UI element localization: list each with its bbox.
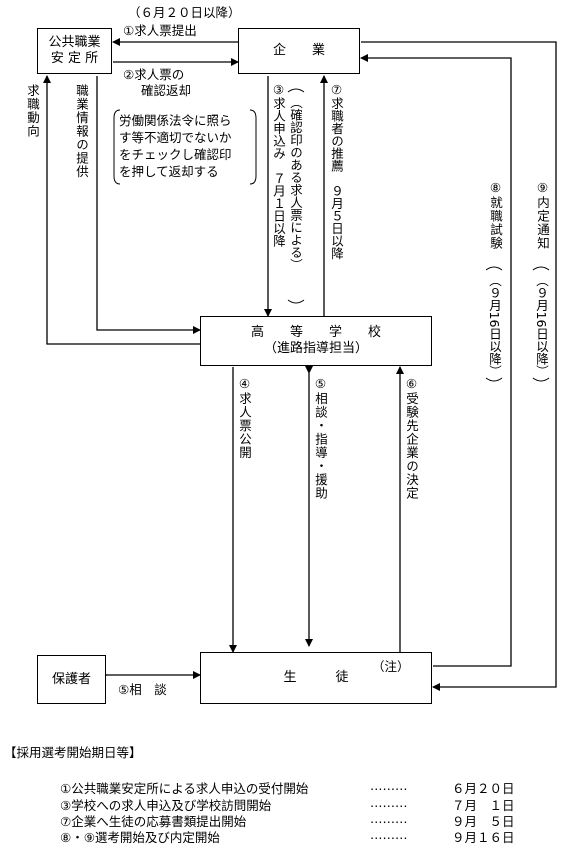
node-guardian: 保護者	[37, 655, 106, 704]
school-subtitle: （進路指導担当）	[263, 341, 368, 356]
f6-label: ⑥受験先企業の決定	[404, 376, 419, 500]
f9-label: ⑨内定通知	[535, 180, 550, 250]
legend-row-dots: ………	[370, 795, 408, 810]
node-high-school: 高 等 学 校 （進路指導担当）	[200, 316, 432, 366]
arrow-trend	[43, 75, 200, 345]
node-student: 生 徒	[200, 652, 432, 704]
legend-row: ⑦企業へ生徒の応募書類提出開始 ……… ９月 ５日	[60, 811, 530, 830]
legend-title: 【採用選考開始期日等】	[4, 745, 142, 760]
check-note-line-4: を押して返却する	[119, 164, 219, 179]
legend-row-label: ③学校への求人申込及び学校訪問開始	[60, 798, 272, 813]
f7-label: ⑦求職者の推薦 ９月５日以降	[329, 82, 344, 260]
node-company: 企 業	[238, 28, 360, 74]
stamped-label: （確認印のある求人票による）	[288, 96, 303, 271]
arrow-f9	[361, 41, 557, 691]
f1-label: ①求人票提出	[123, 23, 197, 38]
f8-date-bracket	[485, 266, 503, 382]
legend-row: ③学校への求人申込及び学校訪問開始 ……… ７月 １日	[60, 795, 530, 814]
arrow-info	[96, 76, 201, 334]
f4-label: ④求人票公開	[237, 376, 252, 460]
company-label: 企 業	[272, 43, 325, 58]
f9-date: （９月16日以降）	[534, 274, 549, 378]
legend-row: ⑧・⑨選考開始及び内定開始 ……… ９月１６日	[60, 827, 530, 846]
check-note-line-2: す等不適切でないか	[119, 130, 232, 145]
school-title: 高 等 学 校	[250, 325, 381, 340]
legend-row: ①公共職業安定所による求人申込の受付開始 ……… ６月２０日	[60, 778, 530, 797]
guardian-flow-label: ⑤相 談	[118, 682, 167, 697]
info-label: 職業情報の提供	[74, 84, 89, 179]
legend-row-label: ⑧・⑨選考開始及び内定開始	[60, 830, 220, 845]
check-note: 労働関係法令に照ら す等不適切でないか をチェックし確認印 を押して返却する	[119, 112, 232, 180]
legend-row-dots: ………	[370, 827, 408, 842]
legend-row-date: ６月２０日	[452, 781, 515, 796]
f8-date: （９月16日以降）	[487, 274, 502, 378]
legend-row-dots: ………	[370, 778, 408, 793]
f1-date: （６月２０日以降）	[128, 5, 241, 20]
f9-date-bracket	[532, 266, 550, 382]
legend-row-date: ７月 １日	[452, 798, 515, 813]
legend-row-dots: ………	[370, 811, 408, 826]
guardian-label: 保護者	[51, 671, 91, 687]
legend-row-label: ①公共職業安定所による求人申込の受付開始	[60, 781, 309, 796]
f3-label: ③求人申込み ７月１日以降	[271, 82, 286, 247]
trend-label: 求職動向	[25, 84, 40, 138]
office-line-1: 公共職業	[48, 35, 101, 50]
check-note-line-1: 労働関係法令に照ら	[119, 113, 232, 128]
legend-row-date: ９月 ５日	[452, 814, 515, 829]
check-note-bracket	[113, 109, 257, 185]
student-label: 生 徒	[283, 670, 349, 685]
office-line-2: 安 定 所	[50, 51, 99, 66]
legend-row-date: ９月１６日	[452, 830, 515, 845]
f2-label-1: ②求人票の	[123, 67, 185, 82]
node-employment-office: 公共職業 安 定 所	[37, 28, 112, 74]
f8-label: ⑧就職試験	[488, 180, 503, 250]
legend-row-label: ⑦企業へ生徒の応募書類提出開始	[60, 814, 247, 829]
arrow-f8	[360, 54, 512, 667]
check-note-line-3: をチェックし確認印	[119, 147, 232, 162]
stamped-bracket	[287, 88, 305, 304]
f2-label-2: 確認返却	[141, 83, 192, 98]
student-note: （注）	[372, 659, 410, 674]
f5-label: ⑤相談・指導・援助	[313, 376, 328, 500]
